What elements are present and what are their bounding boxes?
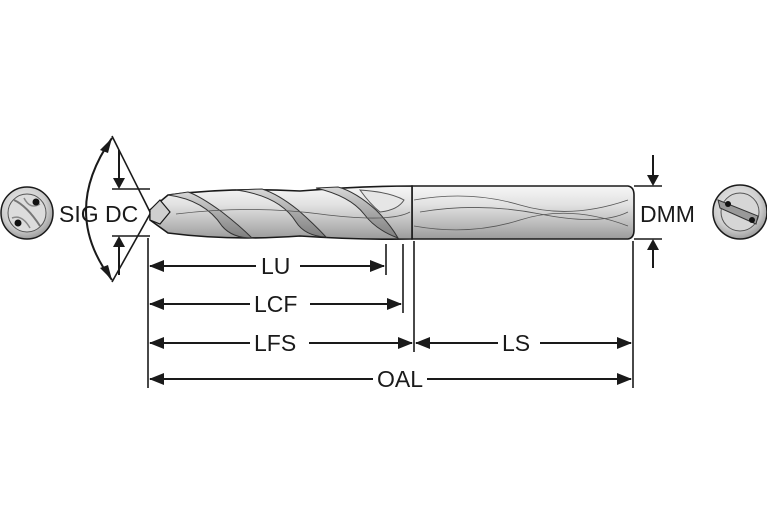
lfs-label: LFS [254, 330, 296, 356]
oal-dimension [149, 373, 632, 385]
dmm-label: DMM [640, 201, 695, 227]
drill-tip-end-view-icon [0, 186, 54, 240]
lfs-dimension [149, 337, 413, 349]
lcf-dimension [149, 298, 402, 310]
extension-lines [147, 238, 634, 388]
lcf-label: LCF [254, 291, 297, 317]
sig-label: SIG [59, 201, 99, 227]
dc-label: DC [105, 201, 138, 227]
ls-label: LS [502, 330, 530, 356]
ls-dimension [415, 337, 632, 349]
dmm-dimension [634, 155, 662, 268]
shank-end-view-icon [712, 184, 767, 240]
twist-drill-body [149, 185, 635, 240]
lu-label: LU [261, 253, 290, 279]
lu-dimension [149, 260, 385, 272]
dc-dimension [112, 150, 150, 275]
oal-label: OAL [377, 366, 423, 392]
